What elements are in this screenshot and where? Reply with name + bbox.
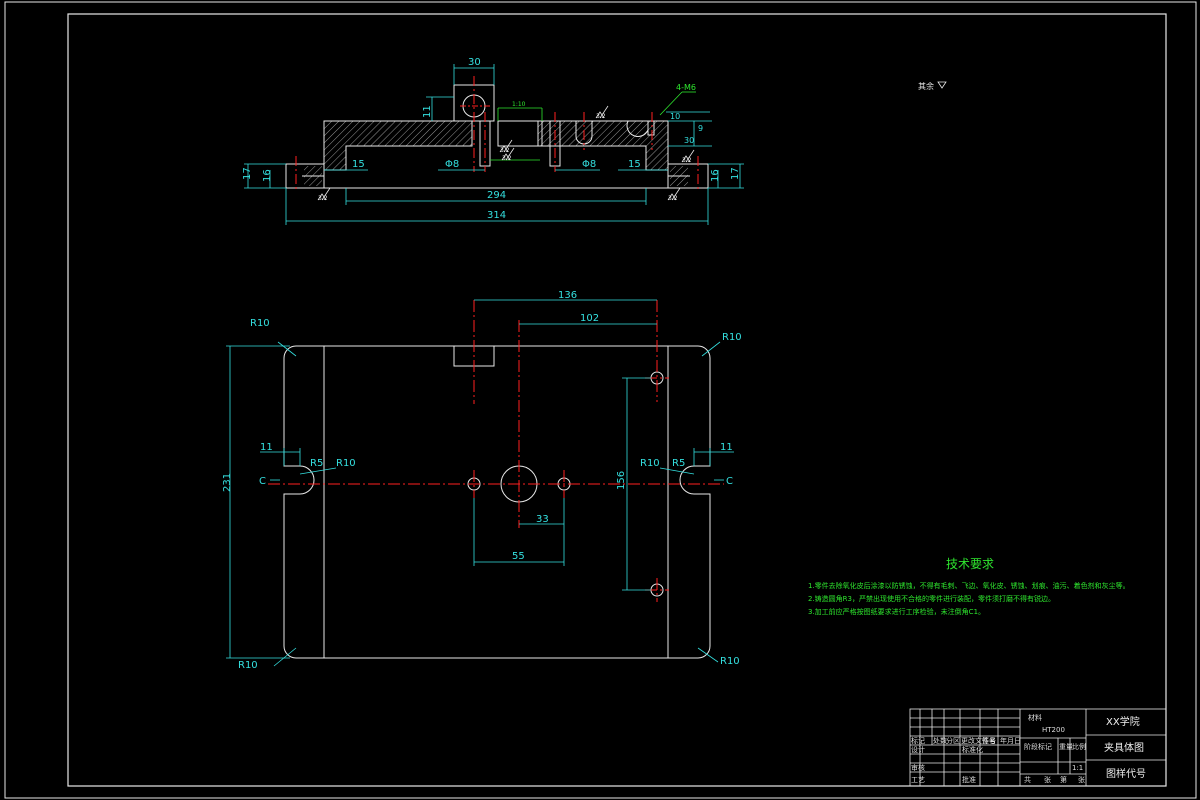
dim-left-16: 16	[262, 169, 273, 182]
tech-req-title: 技术要求	[946, 557, 994, 571]
dim-r10-top-right: R10	[722, 332, 742, 343]
dim-right-16: 16	[710, 169, 721, 182]
plate-outline	[283, 345, 711, 659]
dim-right-15: 15	[628, 159, 641, 170]
tb-scale: 1:1	[1072, 764, 1083, 772]
dim-right-10: 10	[670, 112, 680, 121]
dim-thread-label[interactable]: 4-M6	[676, 83, 696, 92]
tech-req-item: 1.零件去除氧化皮后涂漆以防锈蚀，不得有毛刺、飞边、氧化皮、锈蚀、划痕、油污、着…	[808, 581, 1130, 590]
tb-sheet-no: 第	[1060, 775, 1067, 784]
tb-row-check: 审核	[911, 763, 925, 772]
tb-material-value: HT200	[1042, 726, 1065, 734]
dim-11-right: 11	[720, 442, 733, 453]
title-block	[909, 708, 1167, 787]
dim-inner-294: 294	[487, 190, 506, 201]
roughness-value: 3.2	[668, 195, 678, 202]
outer-border	[4, 1, 1197, 799]
tb-row-std: 标准化	[962, 745, 983, 754]
dim-r10-bottom-right: R10	[720, 656, 740, 667]
tech-req-item: 2.铸造圆角R3，严禁出现使用不合格的零件进行装配，零件须打磨不得有锐边。	[808, 594, 1055, 603]
tb-material-label: 材料	[1028, 713, 1042, 722]
tb-row-approve: 批准	[962, 775, 976, 784]
tb-col-zone: 分区	[946, 736, 960, 745]
tech-req-item: 3.加工前应严格按图纸要求进行工序检验，未注倒角C1。	[808, 607, 985, 616]
tb-sheet-end: 张	[1078, 775, 1085, 784]
dim-33: 33	[536, 514, 549, 525]
other-roughness-note: 其余	[918, 81, 934, 91]
dim-231: 231	[222, 473, 233, 492]
dim-55: 55	[512, 551, 525, 562]
section-mark-c-right: C	[726, 476, 733, 487]
tb-school: XX学院	[1106, 715, 1140, 728]
roughness-value: 3.2	[596, 113, 606, 120]
tb-sheet-of: 张	[1044, 775, 1051, 784]
tb-col-count: 处数	[933, 736, 947, 745]
dim-green-label: 1:10	[512, 101, 526, 108]
dim-phi-right: Φ8	[582, 159, 596, 170]
tb-col-docno: 更改文件号	[961, 736, 996, 745]
technical-requirements: 技术要求 1.零件去除氧化皮后涂漆以防锈蚀，不得有毛刺、飞边、氧化皮、锈蚀、划痕…	[808, 557, 1130, 616]
dim-156: 156	[616, 471, 627, 490]
tb-col-mark: 标记	[911, 736, 925, 745]
dim-overall-314: 314	[487, 210, 506, 221]
inner-frame	[67, 13, 1167, 787]
front-section-view: 30 11 17 16 16 17 15 15 Φ8 Φ8 294 314 4-…	[242, 57, 744, 225]
dim-right-17: 17	[730, 167, 741, 180]
other-roughness-symbol	[937, 81, 947, 89]
dim-102: 102	[580, 313, 599, 324]
dim-right-9: 9	[698, 124, 703, 133]
roughness-value: 3.2	[502, 155, 512, 162]
dim-top-width: 30	[468, 57, 481, 68]
tb-stage-mark: 阶段标记	[1024, 742, 1052, 751]
tb-drawing-name: 夹具体图	[1104, 741, 1144, 754]
dim-r5-left: R5	[310, 458, 323, 469]
dim-left-17: 17	[242, 167, 253, 180]
dim-phi-left: Φ8	[445, 159, 459, 170]
tb-col-date: 年月日	[1000, 736, 1021, 745]
dim-height-11: 11	[422, 105, 433, 118]
roughness-value: 3.2	[682, 157, 692, 164]
tb-ratio: 比例	[1072, 742, 1086, 751]
top-plan-view: 136 102 231 156 33 55 11 11 R10 R10 R10 …	[222, 290, 742, 671]
roughness-symbols	[317, 105, 695, 201]
roughness-value: 3.2	[318, 195, 328, 202]
dim-136: 136	[558, 290, 577, 301]
dim-r10-bottom-left: R10	[238, 660, 258, 671]
section-mark-c-left: C	[259, 476, 266, 487]
tb-col-sign: 签名	[982, 736, 996, 745]
dim-left-15: 15	[352, 159, 365, 170]
dim-r10-top-left: R10	[250, 318, 270, 329]
tb-row-process: 工艺	[911, 776, 925, 784]
dim-r10-right-slot: R10	[640, 458, 660, 469]
tb-row-design: 设计	[911, 745, 925, 754]
dim-right-30: 30	[684, 136, 694, 145]
dim-11-left: 11	[260, 442, 273, 453]
dim-r5-right: R5	[672, 458, 685, 469]
dim-r10-left-slot: R10	[336, 458, 356, 469]
roughness-value: 3.2	[500, 147, 510, 154]
tb-weight: 重量	[1059, 743, 1073, 751]
tb-sheet-total: 共	[1024, 775, 1031, 784]
tb-drawing-code: 图样代号	[1106, 767, 1146, 780]
